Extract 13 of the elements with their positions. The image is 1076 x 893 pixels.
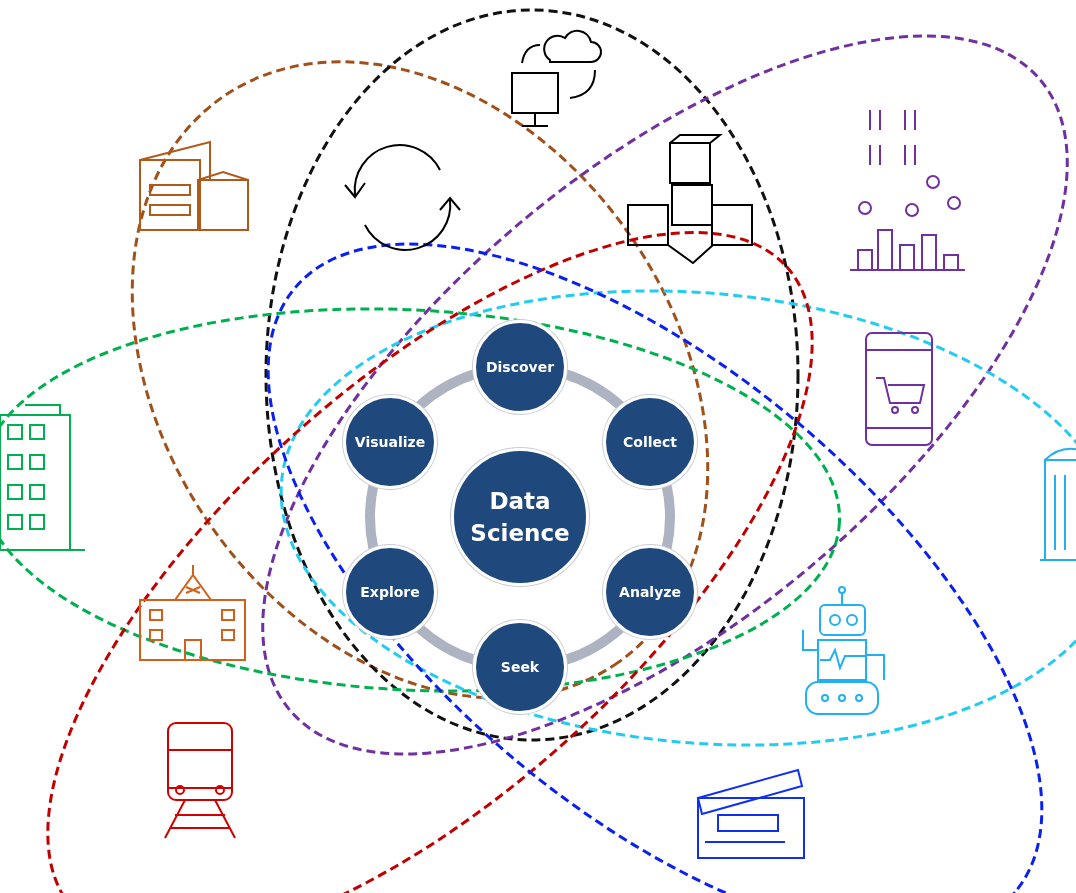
node-label: Seek [500,659,540,675]
ring-connector [365,483,379,551]
node-label: Visualize [354,434,426,450]
ring-connector [661,483,675,551]
node-label: Explore [360,584,420,600]
process-circle [343,545,437,639]
node-label: Discover [485,359,555,375]
process-circle [603,545,697,639]
process-circle [603,395,697,489]
process-circle [343,395,437,489]
node-label: Data Science [469,486,571,548]
node-label: Analyze [619,584,681,600]
node-label: Collect [623,434,677,450]
